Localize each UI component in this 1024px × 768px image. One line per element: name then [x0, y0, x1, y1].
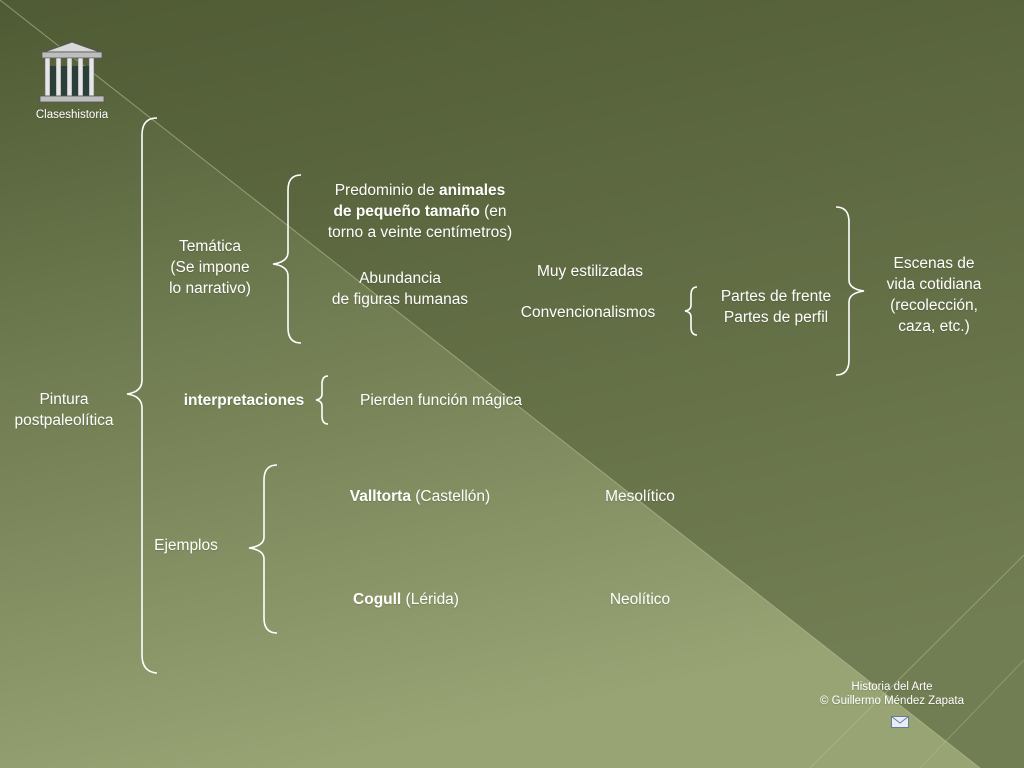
node-convencionalismos: Convencionalismos [520, 304, 656, 321]
node-ejemplos: Ejemplos [154, 537, 218, 554]
mail-icon[interactable] [891, 716, 909, 728]
node-muy-estilizadas: Muy estilizadas [537, 263, 643, 280]
temple-logo-icon [39, 41, 105, 103]
node-cogull: Cogull (Lérida) [353, 591, 459, 608]
node-valltorta: Valltorta (Castellón) [349, 488, 491, 505]
node-partes-frente-perfil: Partes de frente Partes de perfil [720, 288, 832, 326]
node-mesolitico: Mesolítico [605, 488, 675, 505]
node-escenas-vida-cotidiana: Escenas de vida cotidiana (recolección, … [886, 255, 982, 335]
node-pintura-postpaleolitica: Pintura postpaleolítica [14, 391, 114, 429]
node-interpretaciones: interpretaciones [183, 392, 305, 409]
node-predominio-animales: Predominio de animales de pequeño tamaño… [327, 182, 513, 241]
node-abundancia-figuras: Abundancia de figuras humanas [331, 270, 469, 308]
node-pierden-funcion-magica: Pierden función mágica [360, 392, 522, 409]
node-tematica: Temática (Se impone lo narrativo) [169, 238, 251, 297]
node-neolitico: Neolítico [609, 591, 671, 608]
logo-caption: Claseshistoria [35, 109, 109, 121]
footer-credits: Historia del Arte © Guillermo Méndez Zap… [820, 681, 964, 707]
